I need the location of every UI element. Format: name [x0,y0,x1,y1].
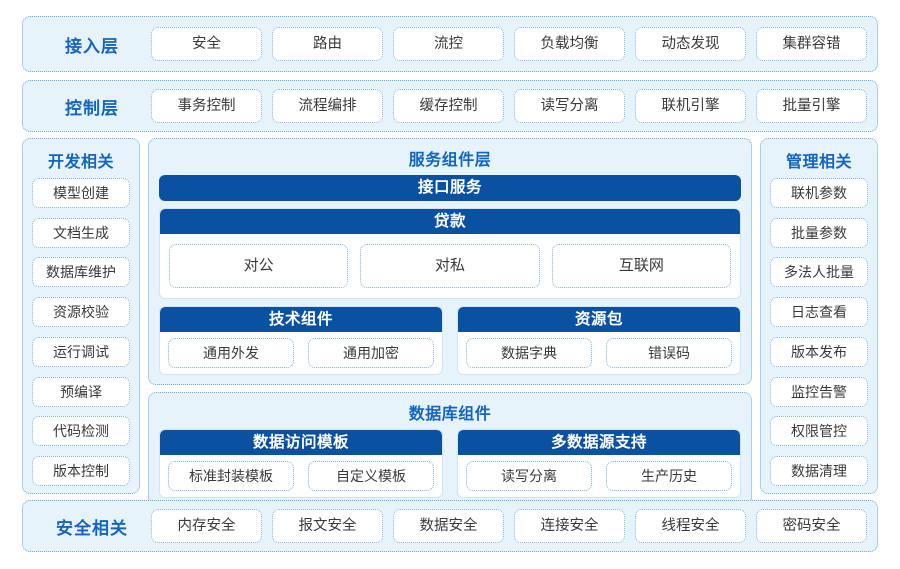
layer-item-control-2[interactable]: 缓存控制 [393,89,504,123]
dev-item-5[interactable]: 预编译 [32,376,130,407]
layer-item-access-4[interactable]: 动态发现 [635,27,746,61]
layer-item-access-1[interactable]: 路由 [272,27,383,61]
dev-column-list: 模型创建 文档生成 数据库维护 资源校验 运行调试 预编译 代码检测 版本控制 [32,178,130,486]
center-column: 服务组件层 接口服务 贷款 对公 对私 互联网 技术组件 通用外发 [148,138,752,508]
resource-card-body: 数据字典 错误码 [458,332,740,374]
layer-item-access-3[interactable]: 负载均衡 [514,27,625,61]
database-component-group: 数据库组件 数据访问模板 标准封装模板 自定义模板 多数据源支持 读写分离 生 [148,392,752,508]
dev-item-2[interactable]: 数据库维护 [32,257,130,288]
tech-component-card: 技术组件 通用外发 通用加密 [159,306,443,375]
resource-item-1[interactable]: 错误码 [606,338,732,368]
dev-item-3[interactable]: 资源校验 [32,297,130,328]
multi-datasource-body: 读写分离 生产历史 [458,455,740,497]
layer-item-access-5[interactable]: 集群容错 [756,27,867,61]
management-item-7[interactable]: 数据清理 [770,455,868,486]
layer-item-security-0[interactable]: 内存安全 [151,509,262,543]
layer-item-control-3[interactable]: 读写分离 [514,89,625,123]
management-column: 管理相关 联机参数 批量参数 多法人批量 日志查看 版本发布 监控告警 权限管控… [760,138,878,494]
middle-area: 开发相关 模型创建 文档生成 数据库维护 资源校验 运行调试 预编译 代码检测 … [22,138,878,508]
resource-item-0[interactable]: 数据字典 [466,338,592,368]
db-pair-row: 数据访问模板 标准封装模板 自定义模板 多数据源支持 读写分离 生产历史 [159,429,741,498]
management-column-title: 管理相关 [785,154,852,171]
data-access-template-item-0[interactable]: 标准封装模板 [168,461,294,491]
tech-item-0[interactable]: 通用外发 [168,338,294,368]
management-item-3[interactable]: 日志查看 [770,297,868,328]
layer-item-control-0[interactable]: 事务控制 [151,89,262,123]
tech-card-header: 技术组件 [160,307,442,332]
layer-label-control: 控制层 [65,98,119,118]
layer-item-control-1[interactable]: 流程编排 [272,89,383,123]
loan-item-2[interactable]: 互联网 [551,244,731,288]
loan-item-0[interactable]: 对公 [169,244,349,288]
layer-items-security: 内存安全 报文安全 数据安全 连接安全 线程安全 密码安全 [151,509,867,543]
service-pair-row: 技术组件 通用外发 通用加密 资源包 数据字典 错误码 [159,306,741,375]
loan-item-1[interactable]: 对私 [360,244,540,288]
tech-card-body: 通用外发 通用加密 [160,332,442,374]
dev-column-title: 开发相关 [47,154,114,171]
dev-item-6[interactable]: 代码检测 [32,416,130,447]
layer-item-access-0[interactable]: 安全 [151,27,262,61]
db-group-title: 数据库组件 [408,406,492,423]
layer-items-control: 事务控制 流程编排 缓存控制 读写分离 联机引擎 批量引擎 [151,89,867,123]
multi-datasource-card: 多数据源支持 读写分离 生产历史 [457,429,741,498]
loan-card-header: 贷款 [160,209,740,234]
interface-service-bar[interactable]: 接口服务 [159,175,741,201]
management-column-list: 联机参数 批量参数 多法人批量 日志查看 版本发布 监控告警 权限管控 数据清理 [770,178,868,486]
layer-item-control-4[interactable]: 联机引擎 [635,89,746,123]
tech-item-1[interactable]: 通用加密 [308,338,434,368]
management-item-2[interactable]: 多法人批量 [770,257,868,288]
layer-label-security: 安全相关 [56,518,128,538]
management-item-6[interactable]: 权限管控 [770,416,868,447]
layer-items-access: 安全 路由 流控 负载均衡 动态发现 集群容错 [151,27,867,61]
dev-item-1[interactable]: 文档生成 [32,217,130,248]
layer-label-access: 接入层 [65,36,119,56]
layer-item-security-1[interactable]: 报文安全 [272,509,383,543]
resource-card-header: 资源包 [458,307,740,332]
dev-item-4[interactable]: 运行调试 [32,336,130,367]
management-item-5[interactable]: 监控告警 [770,376,868,407]
multi-datasource-item-0[interactable]: 读写分离 [466,461,592,491]
layer-item-security-2[interactable]: 数据安全 [393,509,504,543]
data-access-template-body: 标准封装模板 自定义模板 [160,455,442,497]
management-item-0[interactable]: 联机参数 [770,178,868,208]
layer-item-security-5[interactable]: 密码安全 [756,509,867,543]
layer-row-security: 安全相关 内存安全 报文安全 数据安全 连接安全 线程安全 密码安全 [22,500,878,552]
data-access-template-header: 数据访问模板 [160,430,442,455]
loan-card: 贷款 对公 对私 互联网 [159,208,741,299]
management-item-4[interactable]: 版本发布 [770,336,868,367]
layer-item-security-3[interactable]: 连接安全 [514,509,625,543]
dev-column: 开发相关 模型创建 文档生成 数据库维护 资源校验 运行调试 预编译 代码检测 … [22,138,140,494]
dev-item-0[interactable]: 模型创建 [32,178,130,208]
dev-item-7[interactable]: 版本控制 [32,455,130,486]
loan-card-body: 对公 对私 互联网 [160,234,740,298]
multi-datasource-item-1[interactable]: 生产历史 [606,461,732,491]
data-access-template-item-1[interactable]: 自定义模板 [308,461,434,491]
layer-row-control: 控制层 事务控制 流程编排 缓存控制 读写分离 联机引擎 批量引擎 [22,80,878,132]
service-group-title: 服务组件层 [408,152,492,169]
layer-row-access: 接入层 安全 路由 流控 负载均衡 动态发现 集群容错 [22,16,878,72]
data-access-template-card: 数据访问模板 标准封装模板 自定义模板 [159,429,443,498]
resource-package-card: 资源包 数据字典 错误码 [457,306,741,375]
layer-item-security-4[interactable]: 线程安全 [635,509,746,543]
layer-item-access-2[interactable]: 流控 [393,27,504,61]
service-component-group: 服务组件层 接口服务 贷款 对公 对私 互联网 技术组件 通用外发 [148,138,752,385]
layer-item-control-5[interactable]: 批量引擎 [756,89,867,123]
management-item-1[interactable]: 批量参数 [770,217,868,248]
multi-datasource-header: 多数据源支持 [458,430,740,455]
